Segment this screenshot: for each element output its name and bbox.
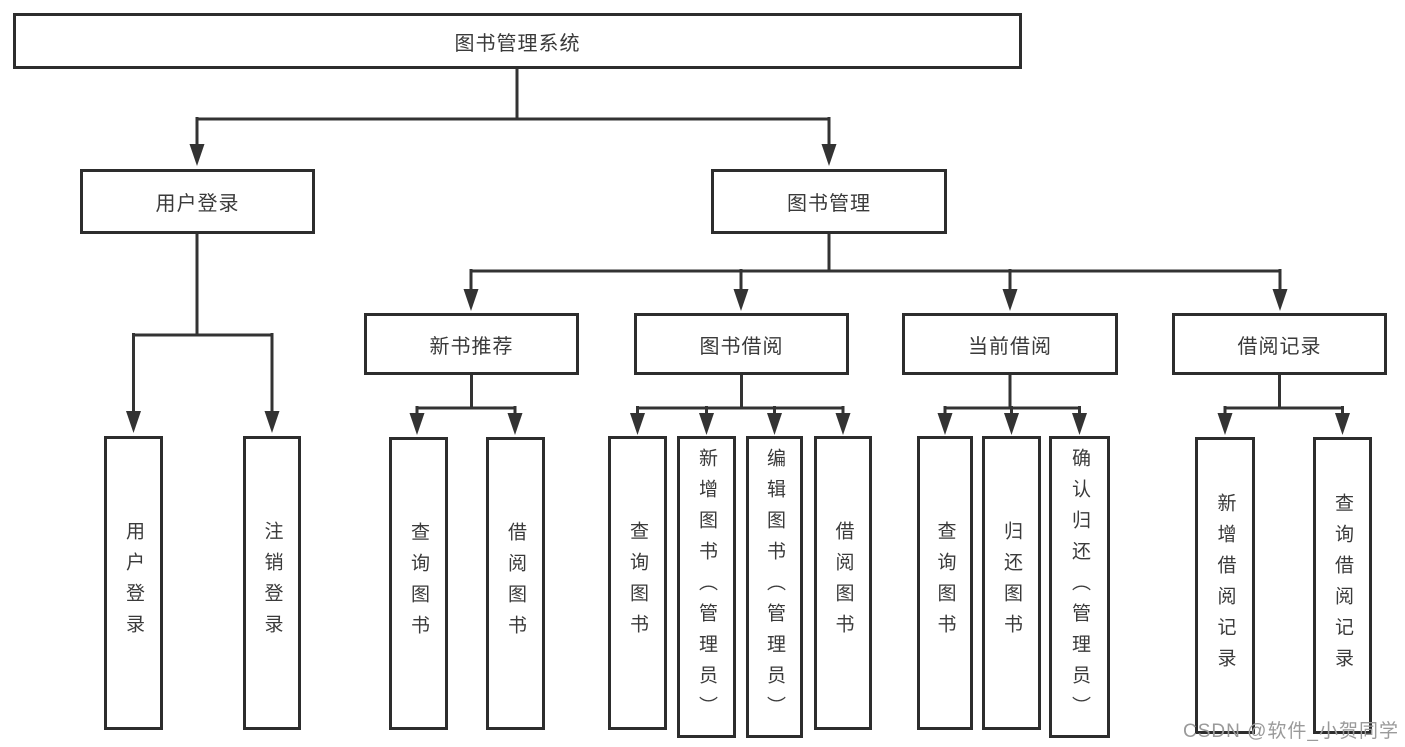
arrowhead: [767, 413, 782, 435]
node-leaf-borrow-books-1: 借阅图书: [486, 437, 545, 730]
node-leaf-user-login: 用户登录: [104, 436, 163, 730]
node-new-book-recommend: 新书推荐: [364, 313, 579, 375]
arrowhead: [1335, 413, 1350, 435]
connector-user-login-children: [132, 234, 274, 414]
arrowhead: [126, 411, 141, 433]
arrowheads: [126, 144, 1350, 435]
node-leaf-borrow-books-2: 借阅图书: [814, 436, 872, 730]
arrowhead: [835, 413, 851, 435]
watermark: CSDN @软件_小贺同学: [1183, 721, 1399, 742]
arrowhead: [1002, 289, 1018, 311]
node-leaf-query-books-2: 查询图书: [608, 436, 667, 730]
connector-new-book-children: [415, 375, 517, 416]
node-leaf-query-books-3: 查询图书: [917, 436, 973, 730]
arrowhead: [264, 411, 280, 433]
arrowhead: [937, 413, 953, 435]
arrowhead: [409, 413, 425, 435]
node-root: 图书管理系统: [13, 13, 1022, 69]
arrowhead: [1217, 413, 1233, 435]
arrowhead: [1072, 413, 1087, 435]
node-leaf-query-borrow-record: 查询借阅记录: [1313, 437, 1372, 734]
connector-root-to-level2: [195, 68, 831, 147]
arrowhead: [630, 413, 645, 435]
connector-borrow-children: [636, 375, 845, 416]
arrowhead: [189, 144, 205, 166]
connector-records-children: [1223, 375, 1344, 416]
node-borrow-records: 借阅记录: [1172, 313, 1387, 375]
node-user-login: 用户登录: [80, 169, 315, 234]
arrowhead: [821, 144, 837, 166]
node-current-borrow: 当前借阅: [902, 313, 1118, 375]
node-book-borrow: 图书借阅: [634, 313, 849, 375]
arrowhead: [1004, 413, 1019, 435]
node-leaf-return-book: 归还图书: [982, 436, 1041, 730]
node-leaf-edit-book-admin: 编辑图书（管理员）: [746, 436, 803, 738]
arrowhead: [1272, 289, 1288, 311]
node-leaf-logout: 注销登录: [243, 436, 301, 730]
arrowhead: [507, 413, 523, 435]
node-leaf-query-books-1: 查询图书: [389, 437, 448, 730]
node-leaf-add-book-admin: 新增图书（管理员）: [677, 436, 736, 738]
arrowhead: [699, 413, 714, 435]
arrowhead: [733, 289, 749, 311]
node-book-management: 图书管理: [711, 169, 947, 234]
arrowhead: [463, 289, 479, 311]
node-leaf-confirm-return-admin: 确认归还（管理员）: [1049, 436, 1110, 738]
connector-book-mgmt-children: [469, 234, 1282, 292]
connector-current-children: [943, 375, 1081, 416]
node-leaf-add-borrow-record: 新增借阅记录: [1195, 437, 1255, 734]
